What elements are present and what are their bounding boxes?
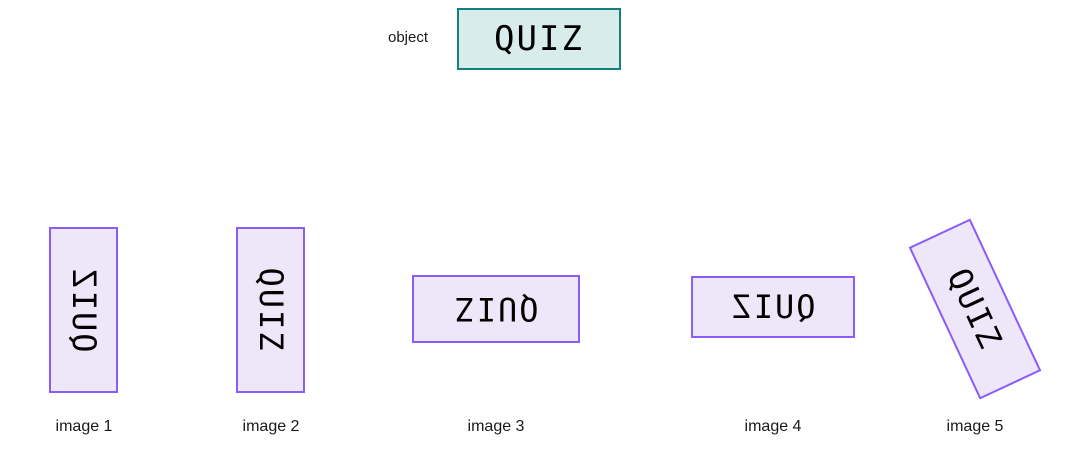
candidate-text-3: QUIZ <box>453 290 539 328</box>
object-text: QUIZ <box>494 19 584 59</box>
candidate-card-image-2[interactable]: QUIZ <box>236 227 305 393</box>
candidate-card-image-4[interactable]: QUIZ <box>691 276 855 338</box>
candidate-glyph-wrap-1: QUIZ <box>64 267 103 353</box>
candidate-card-image-1[interactable]: QUIZ <box>49 227 118 393</box>
caption-image-4: image 4 <box>744 418 802 435</box>
object-label: object <box>388 29 429 46</box>
candidate-glyph-wrap-5: QUIZ <box>939 262 1011 356</box>
candidate-card-image-3[interactable]: QUIZ <box>412 275 580 343</box>
candidate-text-1: QUIZ <box>64 267 103 353</box>
candidate-text-5: QUIZ <box>939 262 1011 356</box>
object-card: QUIZ <box>457 8 621 70</box>
object-reference-row: object QUIZ <box>0 0 1080 90</box>
candidate-text-2: QUIZ <box>251 267 290 353</box>
caption-image-5: image 5 <box>946 418 1004 435</box>
caption-image-3: image 3 <box>467 418 525 435</box>
candidate-glyph-wrap-3: QUIZ <box>453 290 539 328</box>
caption-image-2: image 2 <box>242 418 300 435</box>
candidate-glyph-wrap-4: QUIZ <box>730 288 816 326</box>
caption-image-1: image 1 <box>55 418 113 435</box>
candidate-text-4: QUIZ <box>730 288 816 326</box>
candidate-glyph-wrap-2: QUIZ <box>251 267 290 353</box>
candidate-card-image-5[interactable]: QUIZ <box>908 218 1042 400</box>
